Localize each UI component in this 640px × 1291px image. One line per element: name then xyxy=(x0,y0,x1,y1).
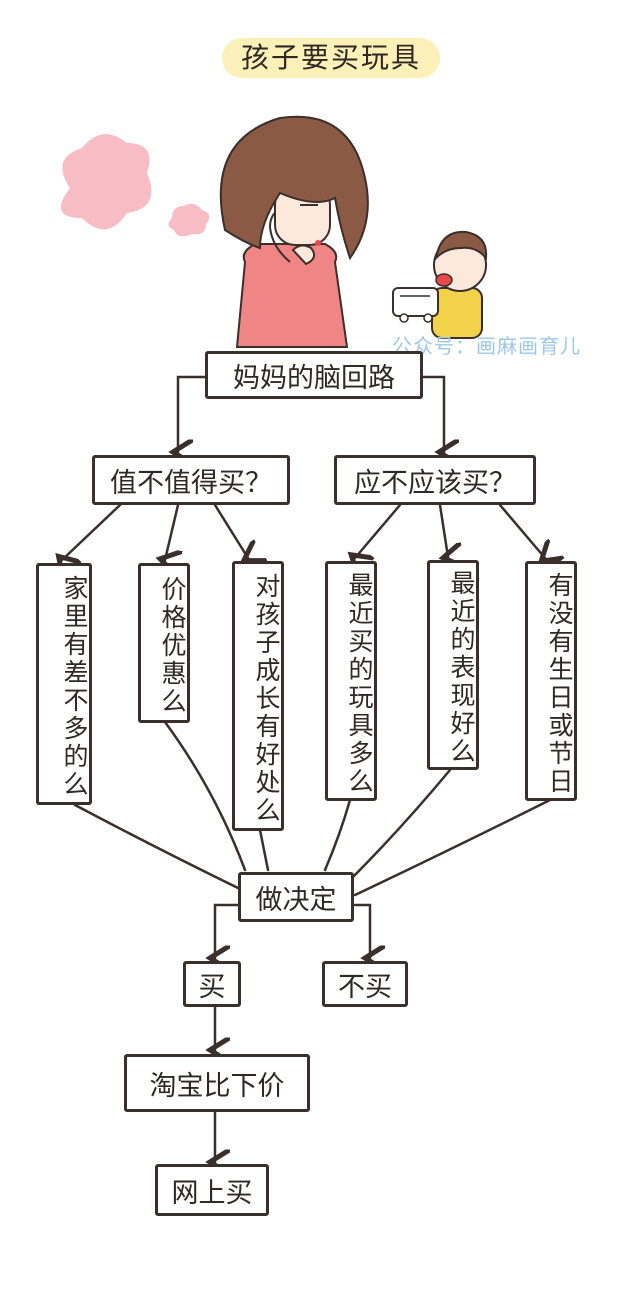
node-good-for-growth: 对孩子成长有好处么 xyxy=(232,561,284,831)
node-similar-at-home: 家里有差不多的么 xyxy=(36,563,92,805)
thought-cloud-icon xyxy=(60,134,210,237)
node-buy-online: 网上买 xyxy=(155,1164,269,1216)
watermark-text: 公众号：画麻画育儿 xyxy=(392,334,581,358)
node-buy: 买 xyxy=(183,961,241,1007)
node-should-buy: 应不应该买？ xyxy=(334,455,536,505)
page-title: 孩子要买玩具 xyxy=(240,41,421,74)
toy-bus-icon xyxy=(392,287,439,317)
mother-illustration xyxy=(219,115,369,348)
title-banner: 孩子要买玩具 xyxy=(222,38,440,78)
node-birthday-holiday: 有没有生日或节日 xyxy=(525,561,577,801)
node-root: 妈妈的脑回路 xyxy=(205,351,423,399)
node-compare-taobao: 淘宝比下价 xyxy=(124,1054,310,1112)
title-highlight xyxy=(222,38,440,78)
node-worth-buying: 值不值得买？ xyxy=(92,455,290,505)
node-recent-behavior: 最近的表现好么 xyxy=(427,560,479,770)
node-decide: 做决定 xyxy=(238,872,354,922)
node-recent-toys: 最近买的玩具多么 xyxy=(325,561,377,801)
flow-connectors xyxy=(62,375,550,1162)
node-not-buy: 不买 xyxy=(322,961,408,1007)
node-price-discount: 价格优惠么 xyxy=(138,563,190,723)
child-illustration xyxy=(392,230,488,339)
